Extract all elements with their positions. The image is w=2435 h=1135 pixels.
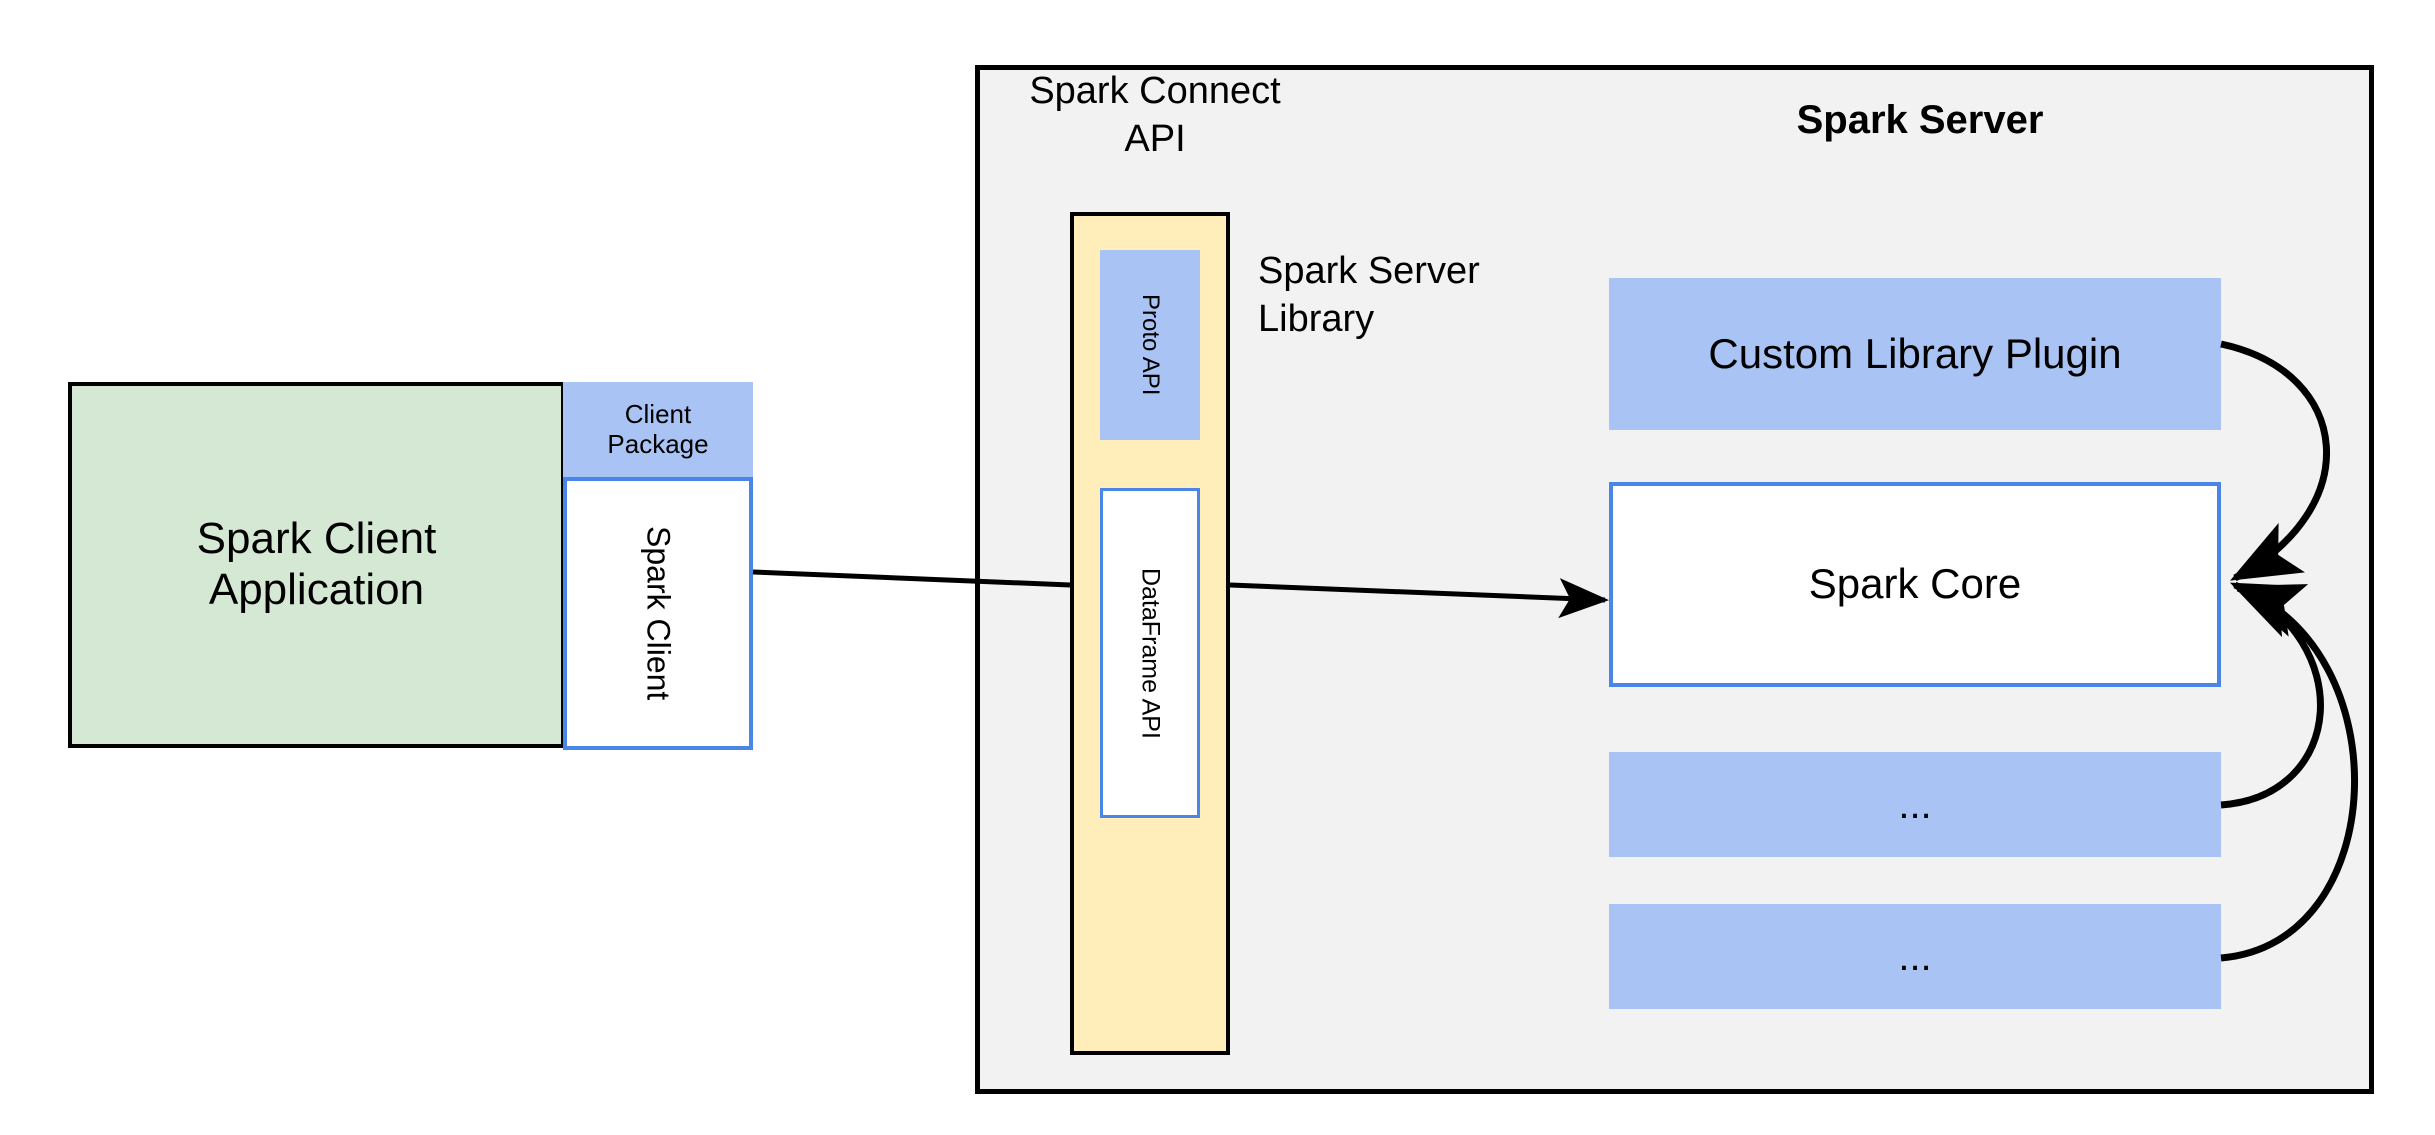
- proto-api-box[interactable]: Proto API: [1100, 250, 1200, 440]
- custom-library-plugin-label: Custom Library Plugin: [1708, 329, 2122, 377]
- spark-core-label: Spark Core: [1808, 560, 2022, 608]
- proto-api-label: Proto API: [1136, 294, 1164, 396]
- spark-connect-api-label: Spark Connect API: [1029, 70, 1281, 160]
- spark-client-label: Spark Client: [640, 526, 677, 701]
- spark-client-application-label: Spark Client Application: [196, 514, 437, 614]
- dataframe-api-box[interactable]: DataFrame API: [1100, 488, 1200, 818]
- ellipsis-box-2[interactable]: ...: [1609, 904, 2221, 1009]
- ellipsis-box-2-label: ...: [1898, 934, 1932, 979]
- spark-server-library-label: Spark Server Library: [1258, 250, 1480, 340]
- ellipsis-box-1[interactable]: ...: [1609, 752, 2221, 857]
- spark-client-box[interactable]: Spark Client: [563, 477, 753, 750]
- custom-library-plugin-box[interactable]: Custom Library Plugin: [1609, 278, 2221, 430]
- client-package-label: Client Package: [607, 399, 709, 459]
- spark-core-box[interactable]: Spark Core: [1609, 482, 2221, 687]
- spark-server-title: Spark Server: [1796, 98, 2044, 142]
- ellipsis-box-1-label: ...: [1898, 782, 1932, 827]
- spark-client-application-box[interactable]: Spark Client Application: [68, 382, 565, 748]
- dataframe-api-label: DataFrame API: [1136, 567, 1165, 739]
- client-package-box[interactable]: Client Package: [563, 382, 753, 478]
